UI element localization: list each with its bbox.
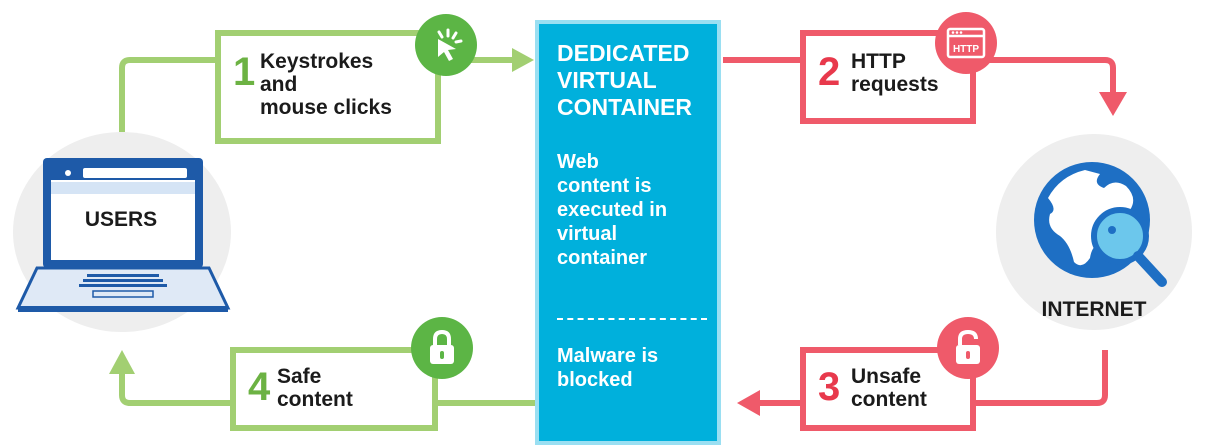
flow-line-step4-to-users <box>119 372 232 406</box>
http-browser-icon: HTTP <box>935 12 997 74</box>
arrowhead-to-container <box>512 48 534 72</box>
globe-magnifier-icon <box>1034 162 1167 287</box>
arrowhead-to-users <box>109 350 135 374</box>
step-4-text: Safe content <box>277 365 353 411</box>
arrowhead-to-internet <box>1099 92 1127 116</box>
cursor-click-icon <box>415 14 477 76</box>
unlocked-padlock-icon <box>937 317 999 379</box>
http-icon-text: HTTP <box>953 44 979 55</box>
virtual-container: DEDICATED VIRTUAL CONTAINER Web content … <box>535 20 721 445</box>
step-3-number: 3 <box>818 365 841 409</box>
flow-line-step2-to-internet <box>975 57 1116 94</box>
flow-line-internet-to-step3 <box>960 350 1108 406</box>
step-4-box: 4 Safe content <box>230 347 438 431</box>
step-3-text: Unsafe content <box>851 365 927 411</box>
container-description: Web content is executed in virtual conta… <box>557 151 668 269</box>
users-label: USERS <box>84 208 158 231</box>
step-1-box: 1 Keystrokes and mouse clicks <box>215 30 441 144</box>
laptop-icon <box>15 158 231 312</box>
step-2-number: 2 <box>818 50 841 94</box>
container-divider <box>557 318 707 320</box>
internet-label: INTERNET <box>1041 298 1147 321</box>
flow-line-users-to-step1 <box>119 57 218 132</box>
step-4-number: 4 <box>248 365 271 409</box>
locked-padlock-icon <box>411 317 473 379</box>
container-blocked-text: Malware is blocked <box>557 345 659 391</box>
step-2-box: 2 HTTP requests <box>800 30 976 124</box>
step-1-number: 1 <box>233 50 256 94</box>
step-1-text: Keystrokes and mouse clicks <box>260 50 392 119</box>
step-2-text: HTTP requests <box>851 50 939 96</box>
container-title: DEDICATED VIRTUAL CONTAINER <box>557 40 693 120</box>
arrowhead-to-container-left <box>737 390 760 416</box>
